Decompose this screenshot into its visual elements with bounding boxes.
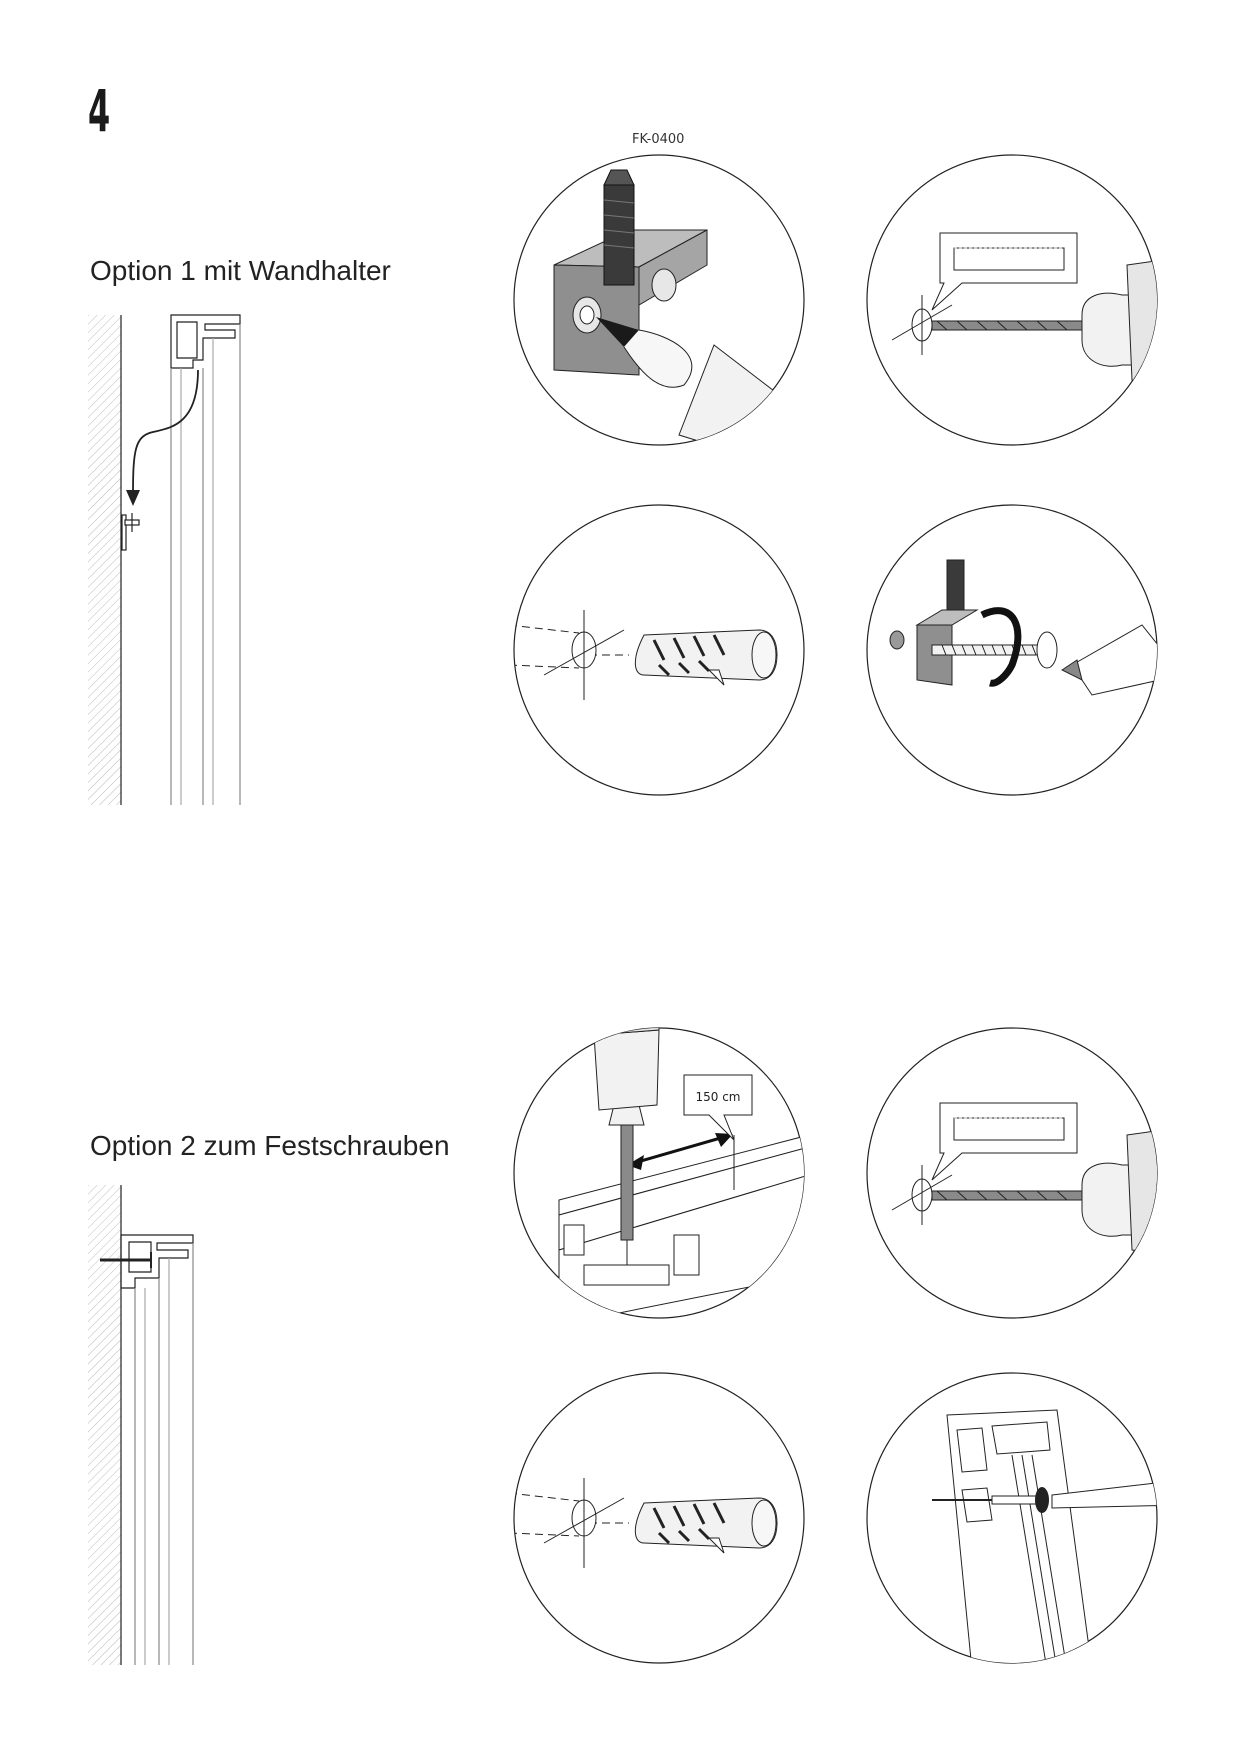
distance-label: 150 cm: [695, 1090, 740, 1104]
option-2-side-diagram: [88, 1185, 194, 1665]
hole-callout: [931, 232, 1078, 311]
drill-bit: [931, 320, 1083, 331]
wall-hatch: [88, 315, 121, 805]
step-circle-screw-bracket: [866, 504, 1158, 796]
wood-screw: [931, 631, 1058, 669]
screwdriver: [1051, 1479, 1157, 1509]
profile-screw: [932, 1487, 1049, 1513]
screwed-frame-profile: [120, 1234, 194, 1665]
option-2-title: Option 2 zum Festschrauben: [90, 1130, 450, 1161]
step-circle-drill-profile: 150 cm: [513, 1027, 805, 1319]
step-circle-screw-profile: [866, 1372, 1158, 1664]
step-circle-drill-wall: [866, 1027, 1158, 1319]
rotation-arrow: [980, 607, 1022, 687]
profile-section: [946, 1409, 1093, 1663]
threaded-pin: [603, 169, 635, 286]
fixing-screw: [100, 1252, 152, 1268]
step-circle-insert-dowel: [513, 504, 805, 796]
drill-tool: [1081, 259, 1157, 386]
step-circle-mark-bracket: [513, 154, 805, 446]
step-circle-drill-hole: [866, 154, 1158, 446]
frame-profile: [170, 314, 241, 805]
distance-callout: 150 cm: [683, 1074, 753, 1141]
wall-plug: [634, 629, 778, 686]
part-code-label: FK-0400: [632, 132, 685, 147]
option-1-title: Option 1 mit Wandhalter: [90, 255, 391, 286]
option-1-side-diagram: [88, 314, 241, 805]
wall-bracket: [121, 513, 140, 551]
mount-arrow: [132, 369, 199, 496]
step-number: 4: [88, 77, 111, 145]
step-circle-insert-dowel-2: [513, 1372, 805, 1664]
distance-arrow: [627, 1133, 733, 1170]
